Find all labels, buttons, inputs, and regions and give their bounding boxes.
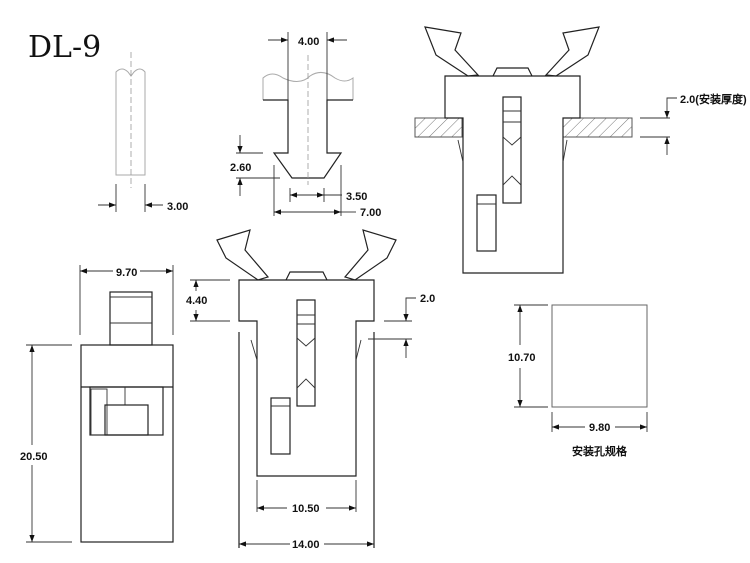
pin-view: 3.00: [98, 52, 188, 213]
dim-stem-width: 4.00: [298, 36, 319, 48]
model-title: DL-9: [28, 30, 101, 65]
dim-button-height: 4.40: [186, 295, 207, 307]
dim-panel-gap: 2.0: [420, 293, 435, 305]
dim-top-width: 14.00: [292, 539, 320, 551]
head-view: 4.00 2.60 3.50 7.00: [230, 32, 381, 219]
install-hole-label: 安装孔规格: [572, 444, 628, 458]
dim-tip-width: 3.50: [346, 191, 367, 203]
dim-side-width: 9.70: [116, 267, 137, 279]
dim-pin-width: 3.00: [167, 201, 188, 213]
dim-head-height: 2.60: [230, 162, 251, 174]
dim-total-height: 20.50: [20, 451, 48, 463]
dim-hole-width: 9.80: [589, 422, 610, 434]
dim-install-thickness: 2.0(安装厚度): [680, 92, 747, 106]
side-view: 9.70 20.50: [20, 265, 174, 543]
dim-head-width: 7.00: [360, 207, 381, 219]
installed-view: 2.0(安装厚度): [414, 26, 747, 274]
dim-hole-height: 10.70: [508, 352, 536, 364]
dim-lower-width: 10.50: [292, 503, 320, 515]
front-view: 10.50 14.00 4.40 2.0: [186, 229, 435, 551]
install-hole-view: 10.70 9.80 安装孔规格: [508, 304, 648, 458]
